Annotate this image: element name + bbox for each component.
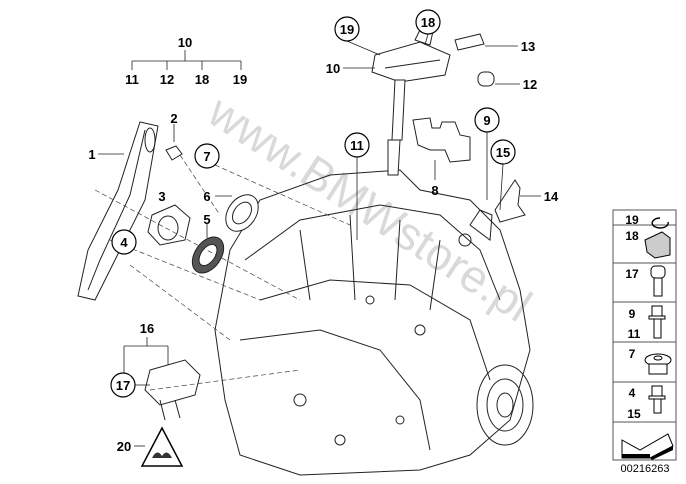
callout-label: 17 (625, 267, 639, 281)
callout-3: 3 (158, 189, 165, 204)
fastener-legend: 19 18 17 9 11 7 4 15 (612, 209, 677, 461)
callout-14: 14 (544, 189, 559, 204)
hex-flange-bolt-icon (648, 305, 666, 339)
callout-5: 5 (203, 212, 210, 227)
callout-12: 12 (523, 77, 537, 92)
callout-label: 15 (627, 407, 641, 421)
image-code: 00216263 (621, 463, 670, 475)
callout-label: 7 (629, 347, 636, 361)
shift-mechanism (371, 19, 495, 176)
clutch-fork (77, 121, 159, 301)
clip-nut-icon (644, 231, 671, 259)
warning-label-20: 20 (117, 426, 184, 467)
brackets (412, 117, 526, 223)
callout-label: 16 (140, 321, 154, 336)
callout-label: 19 (340, 22, 354, 37)
callout-label: 20 (117, 439, 131, 454)
group-16: 16 17 (110, 321, 169, 398)
callout-label: 15 (496, 145, 510, 160)
socket-head-bolt-icon (650, 265, 666, 297)
callout-15: 15 (490, 139, 516, 165)
callout-label: 18 (421, 15, 435, 30)
callout-label: 7 (203, 149, 210, 164)
callout-13: 13 (521, 39, 535, 54)
callout-19: 19 (334, 16, 360, 42)
callout-6: 6 (203, 189, 210, 204)
hex-flange-bolt-short-icon (648, 385, 666, 414)
callout-label: 10 (178, 35, 192, 50)
callout-9: 9 (474, 107, 500, 133)
callout-label: 19 (233, 72, 247, 87)
callout-label: 9 (629, 307, 636, 321)
callout-8: 8 (431, 183, 438, 198)
gearbox-housing (214, 169, 534, 476)
group-tree-10: 10 11 12 18 19 (125, 35, 247, 87)
callout-label: 19 (625, 213, 639, 227)
callout-1: 1 (88, 147, 95, 162)
callout-label: 12 (160, 72, 174, 87)
callout-label: 4 (629, 386, 636, 400)
callout-label: 9 (483, 113, 490, 128)
callout-7: 7 (194, 143, 220, 169)
callout-10: 10 (326, 61, 340, 76)
callout-2: 2 (170, 111, 177, 126)
callout-label: 4 (120, 235, 128, 250)
callout-label: 17 (116, 378, 130, 393)
callout-label: 11 (125, 72, 139, 87)
callout-label: 18 (625, 229, 639, 243)
callout-label: 11 (628, 327, 641, 341)
callout-18: 18 (415, 9, 441, 35)
callout-11: 11 (344, 132, 370, 158)
callout-4: 4 (111, 229, 137, 255)
callout-label: 18 (195, 72, 209, 87)
circlip-icon (651, 217, 669, 229)
arrow-icon (621, 433, 674, 460)
callout-label: 11 (350, 138, 364, 153)
screw-plug-icon (644, 353, 672, 375)
small-parts (144, 145, 259, 421)
